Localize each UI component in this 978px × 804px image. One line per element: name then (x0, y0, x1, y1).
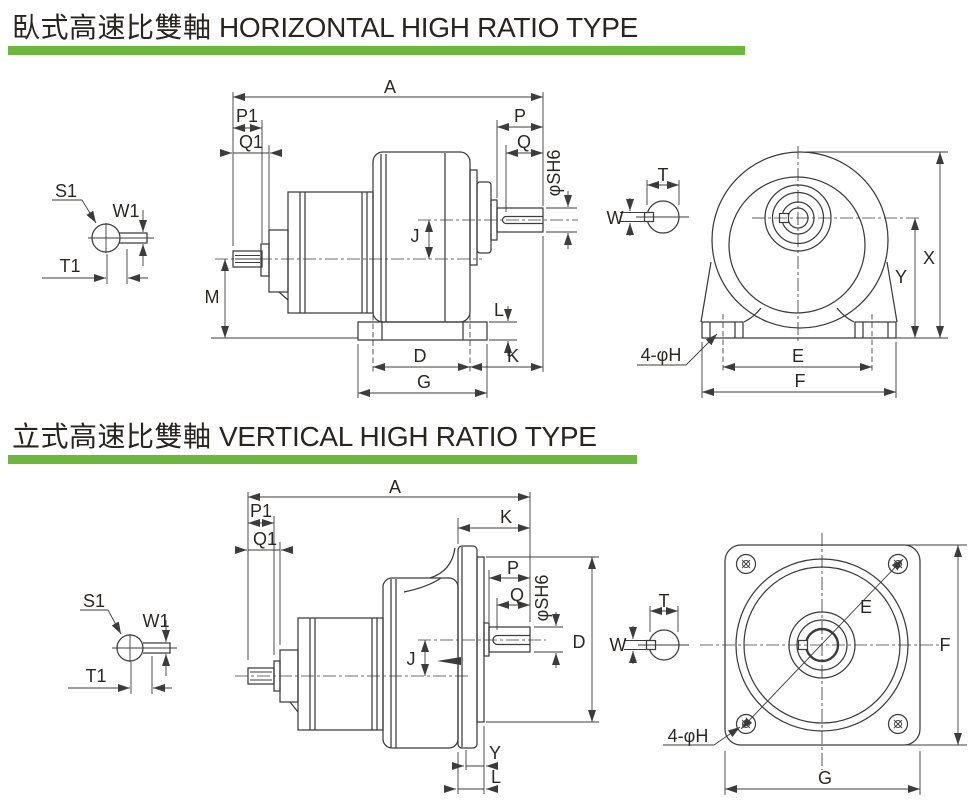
horizontal-section-title: 臥式高速比雙軸 HORIZONTAL HIGH RATIO TYPE (12, 6, 638, 46)
dim-q-label: Q (517, 132, 531, 152)
dim-holes-label: 4-φH (641, 345, 682, 365)
dim-p1-label: P1 (236, 106, 258, 126)
dim-w-label: W (607, 208, 624, 228)
dim-l-label: L (491, 767, 501, 787)
dim-p1-label: P1 (250, 501, 272, 521)
dim-shaft-dia-label: φSH6 (532, 575, 552, 622)
dim-j-label: J (407, 649, 416, 669)
horizontal-title-zh: 臥式高速比雙軸 (12, 12, 212, 43)
dim-e-label: E (792, 346, 804, 366)
vertical-section-divider (8, 455, 637, 464)
vertical-title-en: VERTICAL HIGH RATIO TYPE (219, 421, 597, 452)
dim-s1-label: S1 (55, 181, 77, 201)
dim-s1-label: S1 (83, 591, 105, 611)
vertical-section-drawing: S1 W1 T1 (68, 477, 967, 795)
horizontal-title-en: HORIZONTAL HIGH RATIO TYPE (219, 12, 638, 43)
dim-g-label: G (818, 768, 832, 788)
dim-t-label: T (658, 165, 669, 185)
dim-x-label: X (923, 248, 935, 268)
dim-d-label: D (414, 346, 427, 366)
dim-p-label: P (507, 558, 519, 578)
dim-t1-label: T1 (85, 666, 106, 686)
horizontal-shaft-end-detail: S1 W1 T1 (42, 181, 154, 284)
vertical-shaft-end-detail: S1 W1 T1 (68, 591, 177, 694)
dim-w1-label: W1 (113, 201, 140, 221)
dim-j-label: J (411, 226, 420, 246)
dim-k-label: K (507, 346, 519, 366)
dim-g-label: G (417, 372, 431, 392)
dim-t-label: T (659, 591, 670, 611)
dim-a-label: A (389, 477, 401, 497)
dim-w-label: W (610, 635, 627, 655)
dim-q1-label: Q1 (239, 132, 263, 152)
dim-a-label: A (384, 77, 396, 97)
horizontal-section-divider (8, 46, 745, 55)
dim-k-label: K (500, 507, 512, 527)
dim-shaft-dia-label: φSH6 (544, 150, 564, 197)
dim-l-label: L (494, 300, 504, 320)
vertical-side-view: A P1 Q1 K P Q φSH6 D (235, 477, 599, 794)
horizontal-side-view: A P1 Q1 P Q φSH6 J M (205, 77, 578, 398)
dim-holes-label: 4-φH (668, 726, 709, 746)
horizontal-section-drawing: S1 W1 T1 (42, 77, 948, 398)
dim-t1-label: T1 (59, 256, 80, 276)
dim-p-label: P (514, 106, 526, 126)
dim-y-label: Y (895, 267, 907, 287)
dim-q1-label: Q1 (253, 529, 277, 549)
dim-m-label: M (205, 287, 220, 307)
vertical-section-title: 立式高速比雙軸 VERTICAL HIGH RATIO TYPE (12, 415, 597, 455)
dim-q-label: Q (510, 585, 524, 605)
vertical-title-zh: 立式高速比雙軸 (12, 421, 212, 452)
dim-d-label: D (573, 632, 586, 652)
horizontal-front-view: X Y E F 4-φH T W (607, 146, 948, 398)
dim-f-label: F (795, 371, 806, 391)
dim-f-label: F (940, 635, 951, 655)
dim-e-label: E (860, 597, 872, 617)
dim-w1-label: W1 (143, 611, 170, 631)
vertical-front-view: E F G 4-φH T W (610, 533, 967, 795)
dim-y-label: Y (489, 743, 501, 763)
